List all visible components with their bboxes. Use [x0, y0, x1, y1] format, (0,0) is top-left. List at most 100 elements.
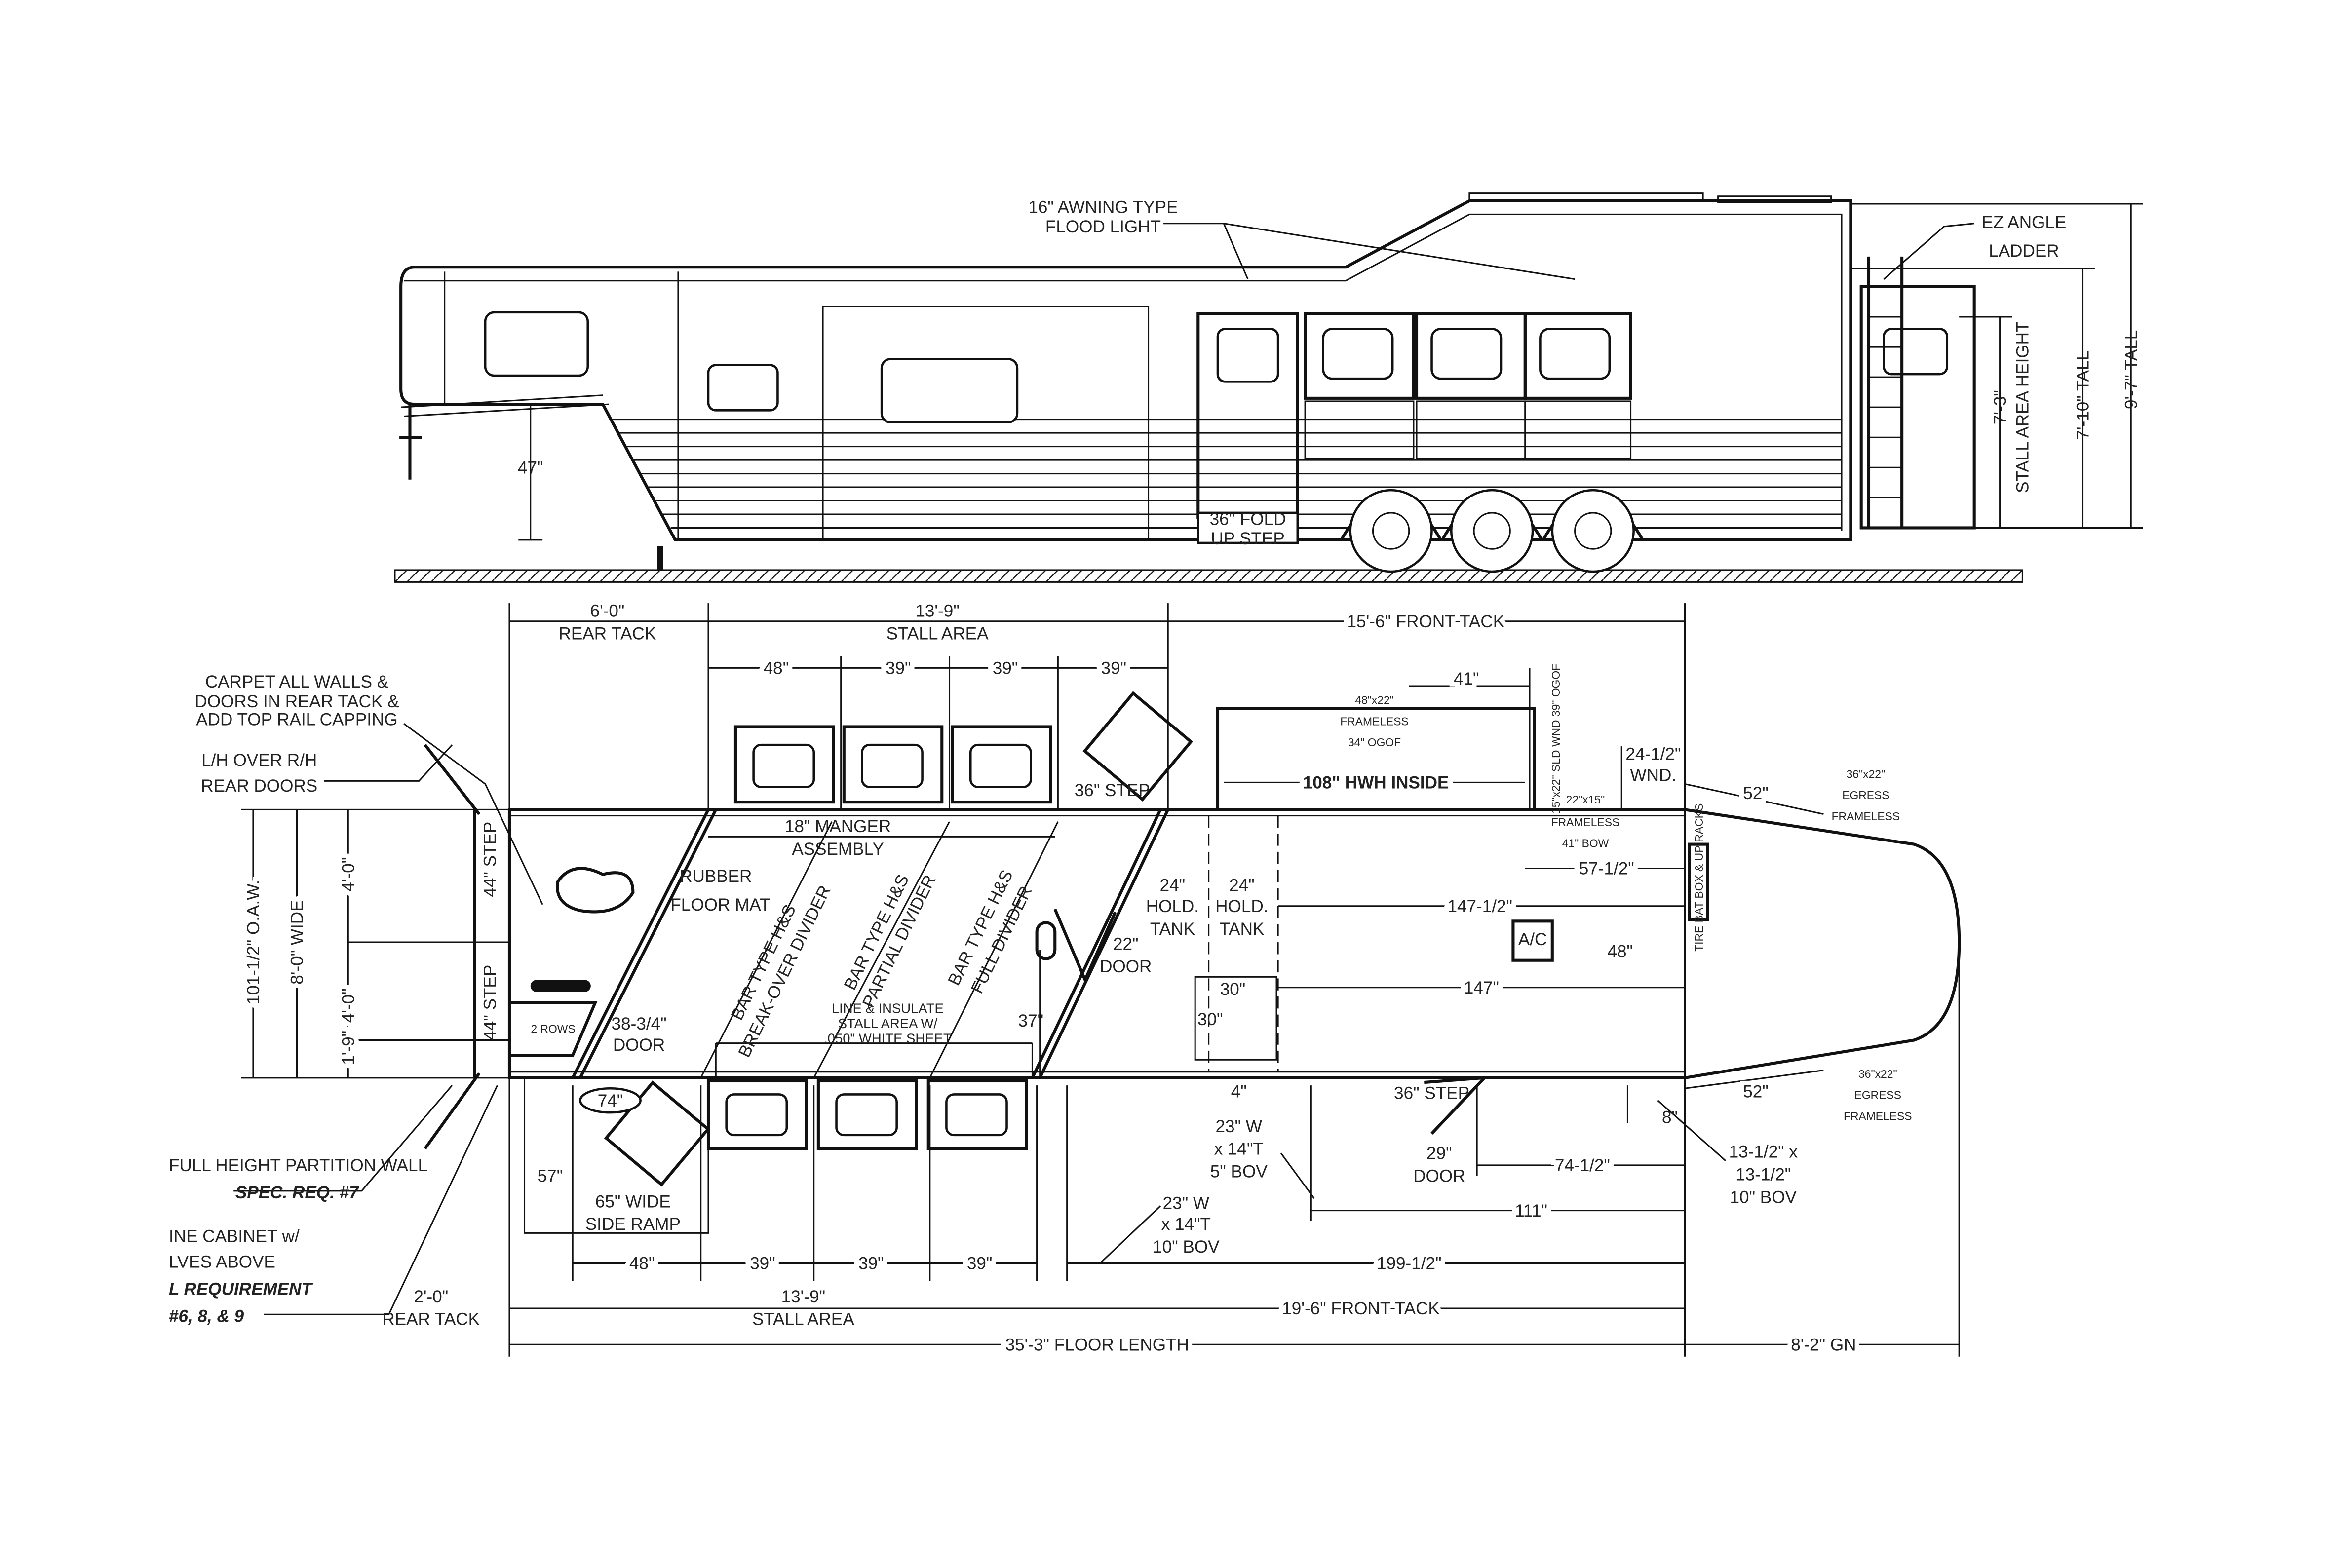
vent-13-bov: 10" BOV [1730, 1187, 1797, 1207]
tall-97-dim: 9'-7" TALL [2121, 330, 2141, 409]
stall-width-3: 39" [993, 659, 1018, 678]
dim-57-5: 57-1/2" [1579, 859, 1634, 879]
floor-length-dim: 35'-3" FLOOR LENGTH [1005, 1336, 1189, 1355]
stall-fixture [1035, 921, 1057, 960]
egress-top-label: EGRESS [1842, 789, 1889, 802]
vent-5-bov: 5" BOV [1210, 1162, 1268, 1181]
carpet-note-1: CARPET ALL WALLS & [205, 672, 388, 691]
dim-74-bubble [579, 1087, 642, 1114]
line-insulate-1: LINE & INSULATE [832, 1001, 944, 1016]
fold-step-label: 36" FOLD [1210, 509, 1286, 529]
carpet-note-3: ADD TOP RAIL CAPPING [196, 710, 397, 729]
carpet-note-2: DOORS IN REAR TACK & [194, 692, 399, 711]
saddle-icon [555, 867, 635, 914]
stall-height-dim: 7'-3" [1991, 390, 2010, 424]
bottom-front-tack-dim: 19'-6" FRONT TACK [1282, 1299, 1440, 1318]
window-22x15-size: 22"x15" [1566, 793, 1605, 806]
neck-height-dim: 47" [518, 459, 543, 478]
cabinet-note-3: L REQUIREMENT [169, 1280, 313, 1299]
cabinet-note-4: #6, 8, & 9 [169, 1306, 244, 1326]
wheels [1340, 489, 1644, 573]
egress-bottom-type: FRAMELESS [1844, 1109, 1912, 1122]
vent-5-w: 23" W [1216, 1117, 1263, 1136]
hwh-inside-dim: 108" HWH INSIDE [1303, 773, 1449, 793]
door-38-dim: 38-3/4" [612, 1014, 667, 1033]
cabinet-note-2: LVES ABOVE [169, 1253, 275, 1272]
vent-5-h: x 14"T [1214, 1140, 1264, 1159]
egress-top-dim: 52" [1743, 784, 1769, 803]
hold-tank-2-label: HOLD. [1215, 897, 1268, 916]
stall-width-4: 39" [1101, 659, 1127, 678]
fold-step-label-2: UP STEP [1211, 529, 1285, 548]
egress-top-size: 36"x22" [1847, 767, 1886, 780]
egress-bottom-size: 36"x22" [1858, 1068, 1897, 1080]
dim-57: 57" [538, 1167, 563, 1186]
window-48x22-size: 48"x22" [1355, 694, 1394, 707]
partition-note: FULL HEIGHT PARTITION WALL [169, 1156, 427, 1175]
wnd-dim: 24-1/2" [1625, 745, 1681, 764]
body-stripes [401, 394, 1842, 529]
vent-10-w: 23" W [1163, 1194, 1210, 1213]
bottom-stall-width-3: 39" [858, 1254, 884, 1273]
dim-4: 4" [1231, 1082, 1247, 1102]
dim-1-9: 1'-9" [339, 1031, 358, 1065]
dim-30a: 30" [1220, 980, 1246, 999]
line-insulate-3: .050" WHITE SHEET [824, 1031, 952, 1046]
dim-147-5: 147-1/2" [1447, 897, 1512, 916]
dim-48-ac: 48" [1607, 942, 1633, 961]
gooseneck-dim: 8'-2" GN [1791, 1336, 1856, 1355]
window-48x22-ogof: 34" OGOF [1348, 736, 1401, 749]
hold-tank-2-dim: 24" [1229, 876, 1255, 895]
door-22-label: DOOR [1100, 957, 1152, 976]
side-window [880, 358, 1019, 424]
ladder-label-2: LADDER [1989, 241, 2059, 261]
dim-37: 37" [1018, 1011, 1044, 1031]
egress-top-type: FRAMELESS [1832, 810, 1900, 823]
partition-spec: SPEC. REQ. #7 [235, 1183, 359, 1202]
wide-dim: 8'-0" WIDE [288, 900, 307, 984]
ac-label: A/C [1518, 930, 1547, 949]
floor-outline [473, 808, 1961, 1079]
half-width-dim-2: 4'-0" [339, 988, 358, 1023]
side-ramp [523, 1077, 709, 1234]
front-door [1859, 285, 1976, 530]
rear-tack-label: REAR TACK [559, 624, 656, 643]
dim-41: 41" [1454, 669, 1479, 688]
vent-10-h: x 14"T [1161, 1215, 1211, 1234]
stall-width-2: 39" [886, 659, 911, 678]
stall-area-label: STALL AREA [886, 624, 989, 643]
window-22x15-bow: 41" BOW [1562, 837, 1609, 850]
line-insulate-2: STALL AREA W/ [838, 1016, 938, 1031]
floor-mat-label: RUBBER [680, 867, 752, 886]
tall-710-dim: 7'-10" TALL [2074, 351, 2093, 440]
vent-13-h: 13-1/2" [1735, 1165, 1791, 1184]
battery-box-label: TIRE BAT BOX & UP RACKS [1693, 803, 1705, 952]
stall-dividers [571, 809, 1169, 1079]
dim-8: 8" [1662, 1108, 1678, 1127]
dimension-lines [233, 603, 1960, 1357]
wnd-label: WND. [1630, 765, 1677, 785]
nose-window [484, 311, 589, 377]
hold-tanks [1208, 815, 1279, 1072]
cabinet-30 [1194, 976, 1277, 1061]
ac-unit [1511, 919, 1554, 962]
door-29-dim: 29" [1426, 1144, 1452, 1163]
jack [399, 404, 422, 480]
fold-up-step [1197, 511, 1299, 544]
rear-doors-label-2: REAR DOORS [201, 776, 317, 796]
rear-doors-label: L/H OVER R/H [201, 751, 317, 770]
bottom-stall-area-label: STALL AREA [752, 1310, 854, 1329]
stall-height-label: STALL AREA HEIGHT [2013, 322, 2033, 493]
stall-area-dim: 13'-9" [915, 602, 959, 621]
stall-windows [1304, 312, 1632, 459]
bottom-stall-area-dim: 13'-9" [781, 1287, 825, 1306]
dim-74: 74" [598, 1091, 623, 1110]
front-tack-dim: 15'-6" FRONT TACK [1347, 612, 1505, 631]
vent-10-bov: 10" BOV [1153, 1237, 1220, 1257]
rear-doors [424, 744, 481, 1150]
manger-label: 18" MANGER [785, 817, 891, 836]
step-44a-label: 44" STEP [481, 822, 500, 897]
flood-light-label: 16" AWNING TYPE [1028, 197, 1178, 217]
vent-13-w: 13-1/2" x [1729, 1143, 1798, 1162]
